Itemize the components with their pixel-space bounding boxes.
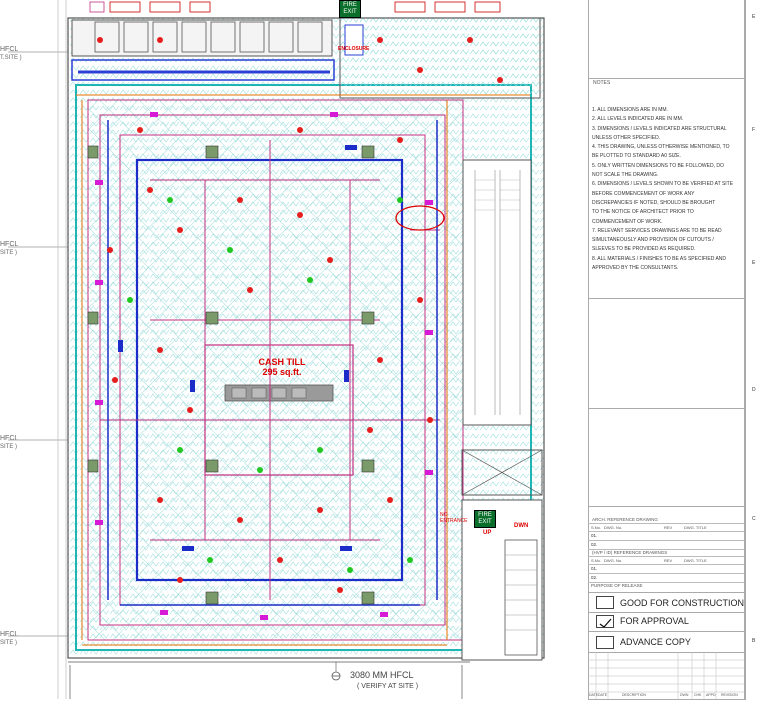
border-letter: E — [752, 14, 756, 20]
note-line: APPROVED BY THE CONSULTANTS. — [592, 265, 679, 272]
structural-columns — [87, 145, 375, 605]
note-line: TO THE NOTICE OF ARCHITECT PRIOR TO — [592, 209, 694, 216]
note-line: 6. DIMENSIONS / LEVELS SHOWN TO BE VERIF… — [592, 181, 734, 188]
checkbox-checked[interactable] — [596, 615, 614, 628]
cash-till-area-text: 295 sq.ft. — [262, 367, 302, 377]
footer-cell: DESCRIPTION — [622, 693, 646, 697]
table-title: (HVP / ID) REFERENCE DRAWINGS — [592, 550, 668, 555]
col-header: REV — [664, 558, 673, 563]
escalator-treads — [475, 179, 520, 211]
border-letter: F — [752, 127, 756, 133]
footer-cell: CHK — [694, 693, 702, 697]
bottom-dimension-sub: ( VERIFY AT SITE ) — [357, 683, 419, 690]
note-line: 4. THIS DRAWING, UNLESS OTHERWISE MENTIO… — [592, 144, 730, 151]
table-row: 02. — [588, 541, 744, 550]
border-letter: D — [752, 387, 756, 393]
col-header: S.No. — [591, 558, 602, 563]
col-header: DWG. TITLE — [684, 558, 707, 563]
table-row: 01. — [588, 565, 744, 574]
arch-reference-table: ARCH. REFERENCE DRAWING S.No. DWG. No. R… — [588, 516, 744, 550]
fire-exit-sign-right: FIRE EXIT — [474, 510, 496, 528]
col-header: DWG. No. — [604, 525, 623, 530]
footer-cell: DATE — [589, 693, 599, 697]
note-line: SLEEVES TO BE PROVIDED AS REQUIRED. — [592, 246, 696, 253]
enclosure-box — [344, 24, 364, 56]
note-line: 1. ALL DIMENSIONS ARE IN MM. — [592, 107, 668, 113]
checkmark-icon — [599, 618, 612, 628]
note-line: 5. ONLY WRITTEN DIMENSIONS TO BE FOLLOWE… — [592, 162, 724, 169]
hvp-reference-table: (HVP / ID) REFERENCE DRAWINGS S.No. DWG.… — [588, 549, 744, 583]
release-option-good-for-construction[interactable]: GOOD FOR CONSTRUCTION — [588, 592, 744, 613]
footer-cell: DATE — [598, 693, 608, 697]
note-line: BE PLOTTED TO STANDARD A0 SIZE. — [592, 153, 681, 160]
note-line: 7. RELEVANT SERVICES DRAWINGS ARE TO BE … — [592, 227, 722, 234]
hfcl-main-text: HFCL — [0, 46, 19, 53]
checkbox[interactable] — [596, 636, 614, 649]
hfcl-main-text: HFCL — [0, 631, 19, 638]
top-utility-room — [71, 19, 333, 57]
note-line: DISCREPANCIES IF NOTED, SHOULD BE BROUGH… — [592, 199, 716, 206]
cash-till-label: CASH TILL 295 sq.ft. — [222, 357, 342, 377]
note-line: 2. ALL LEVELS INDICATED ARE IN MM. — [592, 116, 684, 123]
hfcl-sub-text: SITE ) — [0, 250, 18, 256]
enclosure-label: ENCLOSURE — [338, 46, 370, 52]
release-option-label: ADVANCE COPY — [620, 636, 691, 647]
divider — [588, 78, 744, 79]
note-line: NOT SCALE THE DRAWING. — [592, 172, 659, 179]
hfcl-sub-text: SITE ) — [0, 640, 18, 646]
dwn-label: DWN — [514, 523, 529, 529]
purpose-heading: PURPOSE OF RELEASE — [591, 583, 643, 588]
release-option-label: FOR APPROVAL — [620, 616, 689, 626]
border-letter: C — [752, 516, 756, 522]
notes-list: 1. ALL DIMENSIONS ARE IN MM. 2. ALL LEVE… — [592, 106, 733, 273]
escalator-shaft — [462, 159, 532, 426]
border-letter: E — [752, 260, 756, 266]
note-line: BEFORE COMMENCEMENT OF WORK ANY — [592, 190, 695, 197]
electrical-circuit-lines — [99, 114, 446, 626]
border-margin — [744, 0, 768, 699]
fire-exit-sign-top: FIRE EXIT — [339, 0, 361, 18]
col-header: REV — [664, 525, 673, 530]
checkbox[interactable] — [596, 596, 614, 609]
release-option-advance-copy[interactable]: ADVANCE COPY — [588, 631, 744, 653]
revision-cloud — [395, 205, 445, 231]
top-right-room — [339, 17, 541, 99]
table-row: 01. — [588, 532, 744, 541]
notes-heading: NOTES — [593, 80, 611, 86]
note-line: 3. DIMENSIONS / LEVELS INDICATED ARE STR… — [592, 125, 727, 132]
border-letter: B — [752, 638, 756, 644]
revision-grid: DATE DATE DESCRIPTION DWN CHK APPD REVIS… — [588, 652, 744, 699]
release-option-for-approval[interactable]: FOR APPROVAL — [588, 611, 744, 632]
lift-shaft — [461, 449, 543, 496]
duct-run-top — [71, 59, 335, 81]
hfcl-label-1: HFCL T.SITE ) — [0, 45, 22, 63]
release-option-label: GOOD FOR CONSTRUCTION — [620, 597, 744, 608]
note-line: UNLESS OTHER SPECIFIED. — [592, 134, 661, 141]
note-line: 8. ALL MATERIALS / FINISHES TO BE AS SPE… — [592, 255, 727, 262]
up-label: UP — [483, 530, 492, 536]
table-row: 02. — [588, 574, 744, 583]
title-block — [588, 0, 746, 700]
hfcl-main-text: HFCL — [0, 241, 19, 248]
hfcl-label-2: HFCL SITE ) — [0, 240, 18, 258]
footer-cell: REVISION — [721, 693, 738, 697]
no-entrance-label: NO ENTRANCE — [440, 512, 468, 524]
footer-cell: DWN — [680, 693, 689, 697]
col-header: DWG. TITLE — [684, 525, 707, 530]
col-header: DWG. No. — [604, 558, 623, 563]
cash-till-title: CASH TILL — [258, 357, 306, 367]
hfcl-sub-text: SITE ) — [0, 444, 18, 450]
floor-plan-drawing — [8, 0, 545, 699]
hfcl-sub-text: T.SITE ) — [0, 55, 22, 61]
footer-cell: APPD — [706, 693, 716, 697]
hfcl-label-3: HFCL SITE ) — [0, 434, 18, 452]
note-line: COMMENCEMENT OF WORK. — [592, 218, 663, 225]
light-fixtures — [97, 37, 503, 593]
col-header: S.No. — [591, 525, 602, 530]
note-line: SIMULTANEOUSLY AND PROVISION OF CUTOUTS … — [592, 237, 714, 244]
hfcl-main-text: HFCL — [0, 435, 19, 442]
hfcl-label-4: HFCL SITE ) — [0, 630, 18, 648]
bottom-dimension-label: 3080 MM HFCL — [350, 670, 414, 680]
table-title: ARCH. REFERENCE DRAWING — [592, 517, 658, 522]
